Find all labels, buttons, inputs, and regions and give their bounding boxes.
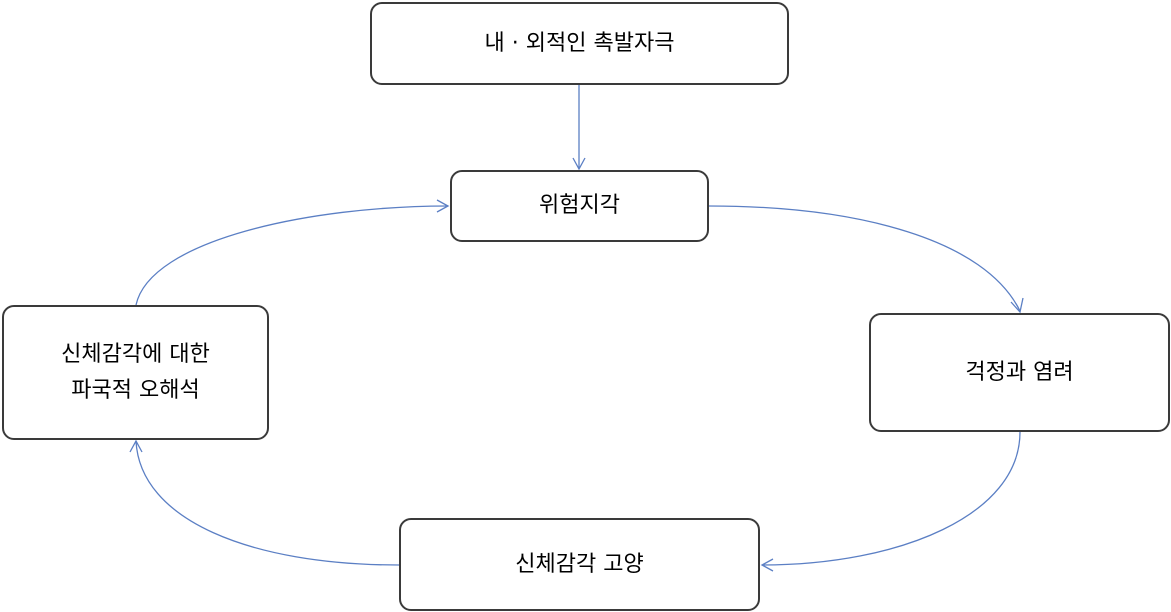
node-trigger: 내 · 외적인 촉발자극 xyxy=(370,2,789,85)
node-trigger-label: 내 · 외적인 촉발자극 xyxy=(484,30,675,56)
arrow-arousal-to-misinterpretation xyxy=(135,440,400,566)
node-threat-perception: 위험지각 xyxy=(450,170,709,242)
node-worry-label: 걱정과 염려 xyxy=(965,359,1074,385)
arrowhead-arousal-to-misinterpretation xyxy=(129,439,143,453)
node-catastrophic-misinterpretation: 신체감각에 대한 파국적 오해석 xyxy=(2,305,269,440)
arrowhead-trigger-to-threat xyxy=(572,157,586,171)
node-misinterpretation-line2: 파국적 오해석 xyxy=(71,377,200,403)
node-bodily-arousal-label: 신체감각 고양 xyxy=(515,551,644,577)
node-threat-perception-label: 위험지각 xyxy=(539,193,620,218)
node-bodily-arousal: 신체감각 고양 xyxy=(399,518,760,611)
arrowhead-threat-to-worry xyxy=(1010,297,1024,314)
arrow-misinterpretation-to-threat xyxy=(135,205,449,306)
arrowhead-misinterpretation-to-threat xyxy=(436,199,450,213)
node-misinterpretation-line1: 신체감각에 대한 xyxy=(61,341,210,367)
arrow-threat-to-worry xyxy=(708,205,1021,312)
arrow-worry-to-arousal xyxy=(761,431,1021,566)
node-worry: 걱정과 염려 xyxy=(869,313,1170,432)
arrowhead-worry-to-arousal xyxy=(760,558,774,572)
